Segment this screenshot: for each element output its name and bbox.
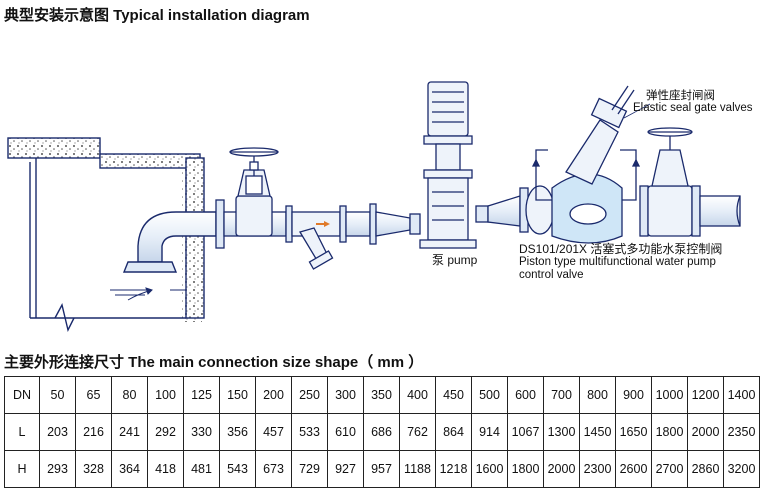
table-cell: 300 [327, 376, 364, 414]
table-cell: 864 [435, 413, 472, 451]
table-cell: 1600 [471, 450, 508, 488]
table-cell: 65 [75, 376, 112, 414]
gate-valve-leader [623, 103, 651, 119]
reducer-out [475, 187, 529, 233]
table-cell: 1218 [435, 450, 472, 488]
table-cell: 729 [291, 450, 328, 488]
table-cell: 125 [183, 376, 220, 414]
installation-diagram [7, 81, 741, 333]
table-cell: 1800 [651, 413, 688, 451]
table-cell: 2300 [579, 450, 616, 488]
table-cell: 500 [471, 376, 508, 414]
pump-label: 泵 pump [432, 253, 478, 267]
table-cell: 1650 [615, 413, 652, 451]
table-cell: 3200 [723, 450, 760, 488]
table-title: 主要外形连接尺寸 The main connection size shape（… [4, 354, 424, 371]
table-cell: 292 [147, 413, 184, 451]
table-cell: 533 [291, 413, 328, 451]
suction-elbow [122, 211, 217, 273]
table-cell: 418 [147, 450, 184, 488]
table-cell: 762 [399, 413, 436, 451]
table-cell: 150 [219, 376, 256, 414]
outlet-pipe [699, 195, 741, 227]
table-cell: 481 [183, 450, 220, 488]
table-cell: 364 [111, 450, 148, 488]
table-cell: 1800 [507, 450, 544, 488]
table-cell: 200 [255, 376, 292, 414]
diagram-title: 典型安装示意图 Typical installation diagram [4, 7, 310, 24]
water-tank [7, 137, 205, 333]
table-cell: 2700 [651, 450, 688, 488]
table-cell: 80 [111, 376, 148, 414]
control-valve-label-cn: DS101/201X 活塞式多功能水泵控制阀 [519, 242, 723, 256]
table-cell: 450 [435, 376, 472, 414]
table-cell: 100 [147, 376, 184, 414]
table-cell: 2000 [543, 450, 580, 488]
table-cell: 1000 [651, 376, 688, 414]
table-cell: 1188 [399, 450, 436, 488]
table-cell: 800 [579, 376, 616, 414]
water-surface [110, 287, 186, 301]
elastic-seal-gate-valve [639, 127, 701, 237]
table-cell: 914 [471, 413, 508, 451]
table-cell: 957 [363, 450, 400, 488]
table-cell: 293 [39, 450, 76, 488]
table-cell: 50 [39, 376, 76, 414]
table-cell: 241 [111, 413, 148, 451]
table-cell: 700 [543, 376, 580, 414]
table-cell: 2000 [687, 413, 724, 451]
piston-control-valve [525, 85, 641, 244]
table-cell: 400 [399, 376, 436, 414]
table-cell: 216 [75, 413, 112, 451]
reducer-in [345, 203, 421, 245]
table-cell: 356 [219, 413, 256, 451]
gate-valve-label-cn: 弹性座封闸阀 [646, 90, 715, 102]
table-cell: 350 [363, 376, 400, 414]
gate-valve-label-en: Elastic seal gate valves [633, 102, 753, 114]
table-cell: 328 [75, 450, 112, 488]
table-cell: 900 [615, 376, 652, 414]
table-cell: 927 [327, 450, 364, 488]
control-valve-label-en-2: control valve [519, 269, 584, 281]
table-cell: 1400 [723, 376, 760, 414]
pump [419, 81, 477, 249]
y-strainer [291, 205, 347, 270]
table-cell: 250 [291, 376, 328, 414]
table-cell: 330 [183, 413, 220, 451]
table-cell: 2350 [723, 413, 760, 451]
control-valve-label-en-1: Piston type multifunctional water pump [519, 256, 716, 268]
table-cell: 686 [363, 413, 400, 451]
table-cell: 1200 [687, 376, 724, 414]
row-header: DN [4, 376, 40, 414]
table-cell: 457 [255, 413, 292, 451]
table-cell: 203 [39, 413, 76, 451]
table-cell: 1300 [543, 413, 580, 451]
gate-valve-1 [229, 147, 279, 237]
table-cell: 610 [327, 413, 364, 451]
table-cell: 543 [219, 450, 256, 488]
row-header: H [4, 450, 40, 488]
table-cell: 600 [507, 376, 544, 414]
table-cell: 673 [255, 450, 292, 488]
table-cell: 2860 [687, 450, 724, 488]
table-cell: 1067 [507, 413, 544, 451]
table-cell: 1450 [579, 413, 616, 451]
table-cell: 2600 [615, 450, 652, 488]
row-header: L [4, 413, 40, 451]
